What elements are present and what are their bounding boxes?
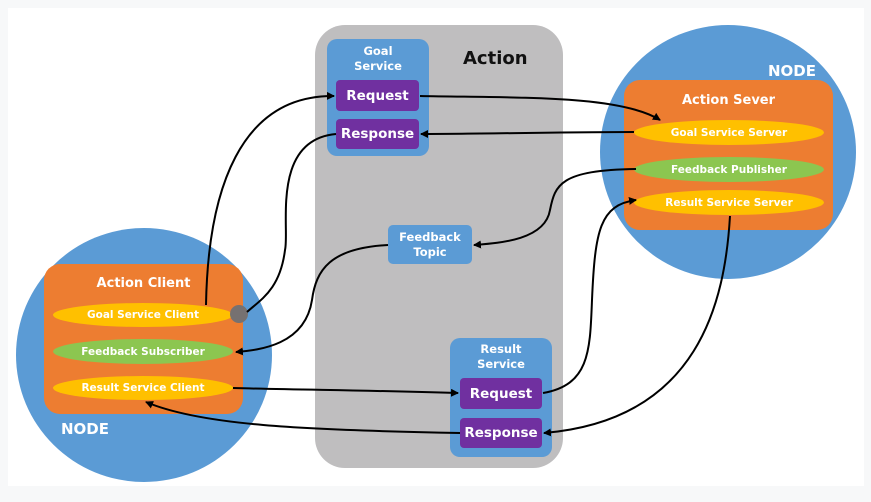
- client-node-label: NODE: [61, 420, 110, 438]
- arrow-client-to-result-request: [232, 387, 459, 397]
- arrow-goal-request-to-server: [419, 95, 661, 121]
- result-service-title-line2: Service: [477, 357, 525, 371]
- result-service-title: Result Service: [450, 342, 552, 372]
- arrow-server-to-result-response: [543, 215, 731, 437]
- action-server-title: Action Sever: [681, 93, 776, 108]
- arrow-result-request-to-server: [542, 197, 637, 394]
- arrow-topic-to-subscriber: [235, 244, 389, 356]
- action-client-title: Action Client: [96, 276, 191, 291]
- goal-service-server[interactable]: Goal Service Server: [634, 120, 824, 145]
- connector-dot: [230, 305, 248, 323]
- feedback-publisher[interactable]: Feedback Publisher: [634, 157, 824, 182]
- arrow-goal-client-to-request: [205, 91, 335, 306]
- goal-response[interactable]: Response: [336, 119, 419, 149]
- feedback-topic[interactable]: Feedback Topic: [388, 225, 472, 264]
- result-service-client[interactable]: Result Service Client: [53, 376, 233, 400]
- result-service-server[interactable]: Result Service Server: [634, 190, 824, 215]
- feedback-topic-line1: Feedback: [399, 229, 461, 244]
- feedback-topic-line2: Topic: [413, 244, 447, 259]
- result-request[interactable]: Request: [460, 378, 542, 409]
- server-node-label: NODE: [768, 62, 817, 80]
- goal-service-title: Goal Service: [327, 44, 429, 74]
- arrow-server-to-goal-response: [420, 129, 635, 138]
- result-service-title-line1: Result: [480, 342, 522, 356]
- goal-service-title-line2: Service: [354, 59, 402, 73]
- result-response[interactable]: Response: [460, 418, 542, 448]
- goal-request[interactable]: Request: [336, 80, 419, 111]
- goal-service-title-line1: Goal: [363, 44, 393, 58]
- arrow-publisher-to-topic: [473, 168, 637, 249]
- arrow-goal-response-to-dot: [246, 133, 337, 313]
- goal-service-client[interactable]: Goal Service Client: [53, 303, 233, 327]
- arrow-result-response-to-client: [145, 401, 461, 434]
- action-title: Action: [463, 48, 528, 69]
- feedback-subscriber[interactable]: Feedback Subscriber: [53, 339, 233, 364]
